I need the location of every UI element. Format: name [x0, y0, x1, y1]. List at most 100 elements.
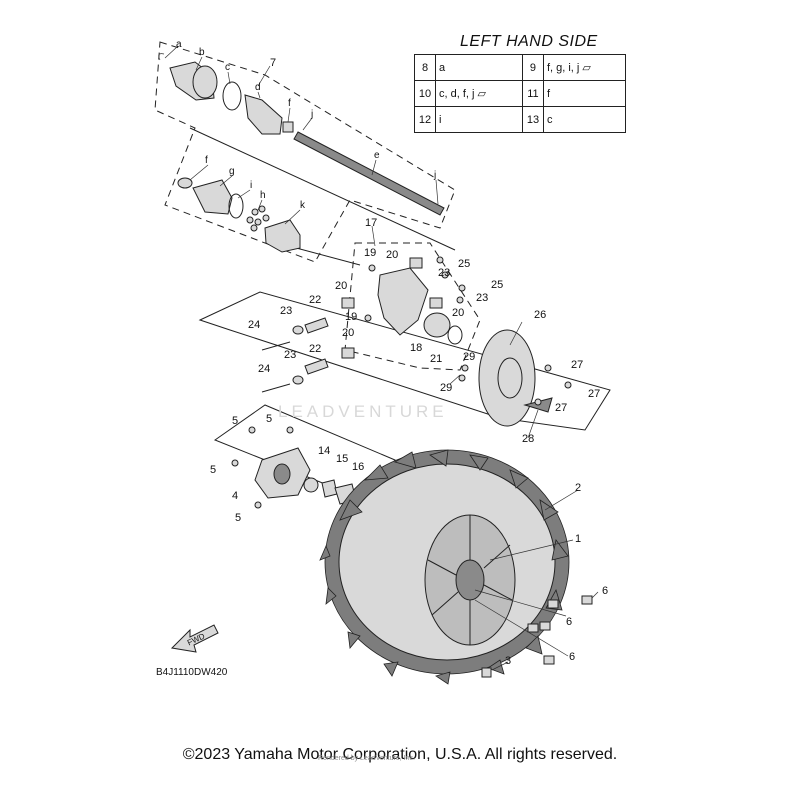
- callout-j-lower: j: [433, 170, 436, 181]
- callout-a: a: [176, 39, 182, 50]
- band-c: [222, 81, 242, 111]
- callout-22b: 22: [309, 343, 321, 355]
- bushing-20d: [429, 297, 443, 309]
- callout-6b: 6: [566, 616, 572, 628]
- band-i: [228, 193, 244, 219]
- driveshaft-group-outline: [154, 41, 456, 263]
- callout-22a: 22: [309, 294, 321, 306]
- washer-14: [303, 477, 319, 493]
- bolt-24b: [261, 383, 291, 393]
- table-cell-text: i: [439, 113, 442, 126]
- callout-15: 15: [336, 453, 348, 465]
- circlip-21: [447, 325, 463, 345]
- steering-knuckle: [377, 267, 429, 336]
- callout-19a: 19: [364, 247, 376, 259]
- callout-27a: 27: [571, 359, 583, 371]
- callout-29b: 29: [440, 382, 452, 394]
- callout-21: 21: [430, 353, 442, 365]
- valve-3: [481, 667, 492, 678]
- table-cell: 8: [414, 54, 436, 81]
- table-title: LEFT HAND SIDE: [460, 33, 598, 50]
- inner-cv-joint-k: [264, 219, 301, 253]
- table-cell: 13: [521, 106, 544, 133]
- callout-23d: 23: [284, 349, 296, 361]
- circlip-a: [158, 53, 165, 61]
- grease-cartridge-icon: ▱: [477, 88, 486, 100]
- callout-28: 28: [522, 433, 534, 445]
- rim: [424, 514, 516, 646]
- diagram-code: B4J1110DW420: [156, 667, 228, 678]
- table-cell: i: [435, 106, 523, 133]
- table-row: 12 i 13 c: [414, 106, 627, 133]
- callout-20a: 20: [386, 249, 398, 261]
- callout-6c: 6: [569, 651, 575, 663]
- callout-2: 2: [575, 482, 581, 494]
- wheel-hub: [254, 447, 311, 499]
- callout-g: g: [229, 166, 235, 177]
- band-f-inner: [177, 177, 193, 189]
- rendered-by-note: Rendered by LeadVenture, Inc.: [318, 755, 415, 762]
- bolt-24a: [261, 341, 291, 351]
- band-f: [282, 121, 294, 133]
- callout-k: k: [300, 200, 306, 211]
- table-cell: a: [435, 54, 523, 81]
- callout-20b: 20: [335, 280, 347, 292]
- table-cell: 11: [521, 80, 544, 107]
- callout-f-upper: f: [288, 98, 291, 109]
- callout-7: 7: [270, 57, 276, 69]
- callout-1: 1: [575, 533, 581, 545]
- table-cell-text: c: [546, 113, 553, 126]
- drive-shaft-e: [293, 131, 445, 216]
- washer-23b: [292, 375, 304, 385]
- table-cell: 12: [414, 106, 436, 133]
- table-cell-text: f, g, i, j: [546, 62, 580, 74]
- table-cell: f: [542, 80, 627, 107]
- table-cell: c, d, f, j ▱: [435, 80, 523, 107]
- callout-23b: 23: [476, 292, 488, 304]
- table-cell-text: c, d, f, j: [439, 88, 475, 100]
- table-cell: f, g, i, j ▱: [542, 54, 627, 81]
- wheel-bearing: [423, 312, 451, 338]
- shaft-guide-line: [189, 127, 456, 251]
- table-row: 8 a 9 f, g, i, j ▱: [414, 54, 627, 81]
- outer-cv-joint: [169, 61, 218, 101]
- callout-6a: 6: [602, 585, 608, 597]
- fasteners: [231, 256, 572, 509]
- callout-4: 4: [232, 490, 238, 502]
- callout-18: 18: [410, 342, 422, 354]
- fwd-arrow-icon: [170, 624, 219, 653]
- suspension-panel-outline: [198, 291, 611, 431]
- bushing-20a: [341, 297, 355, 309]
- callout-5b: 5: [266, 413, 272, 425]
- bushing-20b: [341, 347, 355, 359]
- callout-20c: 20: [452, 307, 464, 319]
- callout-f-lower: f: [205, 155, 208, 166]
- callout-29a: 29: [463, 351, 475, 363]
- watermark: LEADVENTURE: [278, 402, 448, 421]
- callout-labels: a b c d 7 f j e j f g i h k 17 19 20 23 …: [176, 39, 608, 667]
- table-cell: 10: [414, 80, 436, 107]
- callout-16: 16: [352, 461, 364, 473]
- callout-25a: 25: [458, 258, 470, 270]
- collar-22a: [304, 317, 329, 334]
- callout-h: h: [260, 190, 266, 201]
- bushing-20c: [409, 257, 423, 269]
- callout-23a: 23: [438, 267, 450, 279]
- table-row: 10 c, d, f, j ▱ 11 f: [414, 80, 627, 107]
- callout-19b: 19: [345, 311, 357, 323]
- table-cell-text: a: [439, 61, 446, 74]
- callout-3: 3: [505, 655, 511, 667]
- callout-5a: 5: [232, 415, 238, 427]
- copyright-notice: ©2023 Yamaha Motor Corporation, U.S.A. A…: [182, 746, 618, 763]
- callout-i: i: [250, 180, 252, 191]
- callout-27c: 27: [555, 402, 567, 414]
- callout-27b: 27: [588, 388, 600, 400]
- callout-23c: 23: [280, 305, 292, 317]
- table-cell: 9: [521, 54, 544, 81]
- callout-d: d: [255, 82, 261, 93]
- callout-5d: 5: [235, 512, 241, 524]
- balls-h: [246, 205, 270, 232]
- leader-lines: [164, 45, 599, 671]
- callout-24b: 24: [258, 363, 270, 375]
